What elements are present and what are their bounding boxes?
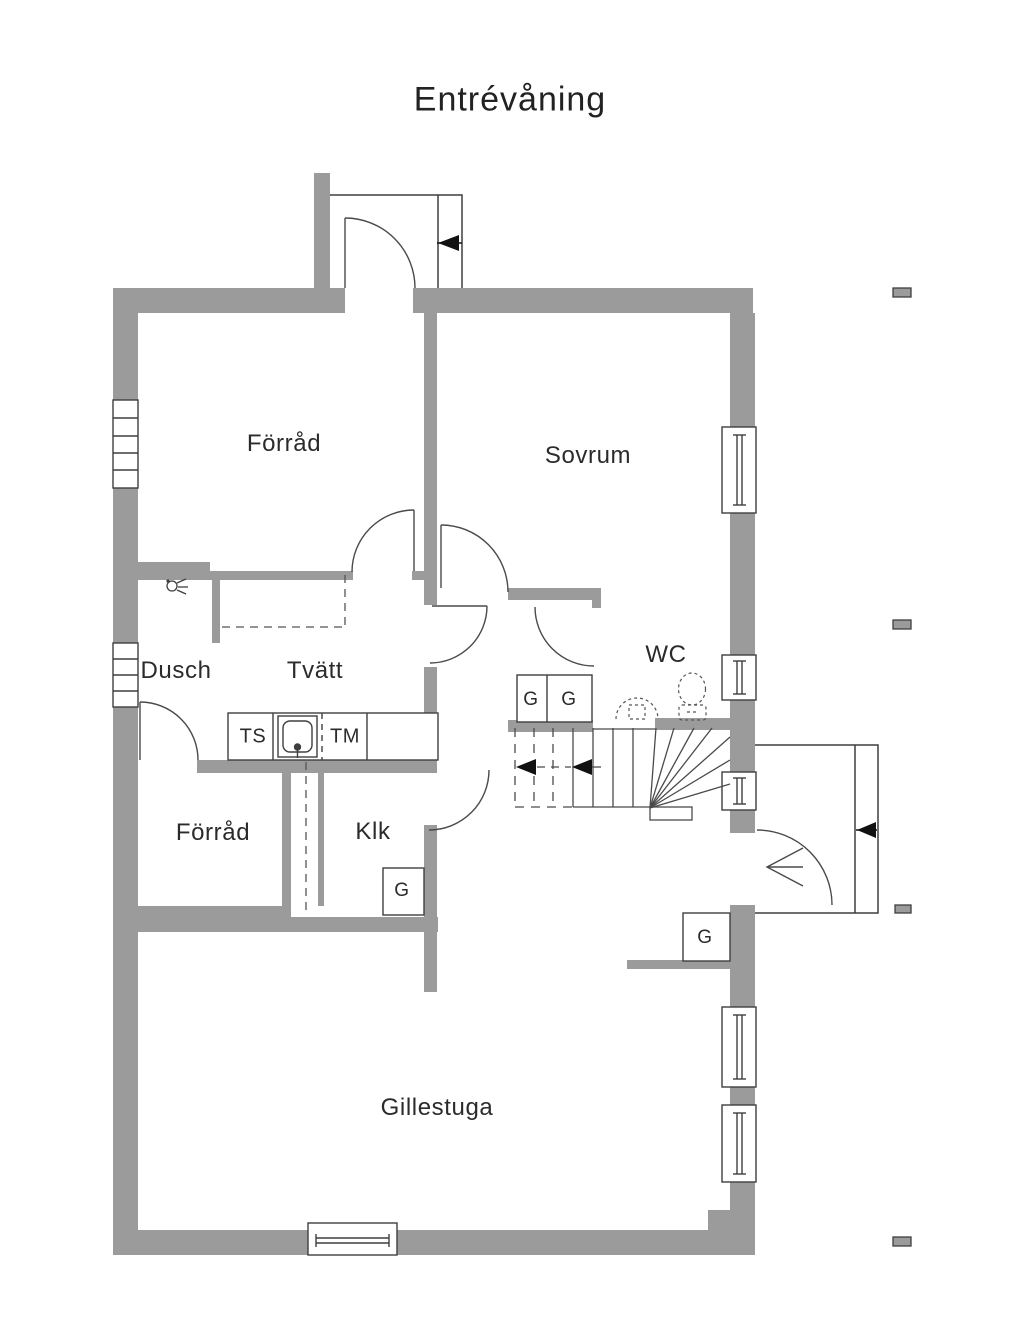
page-title: Entrévåning xyxy=(413,80,607,119)
room-label-dusch: Dusch xyxy=(140,657,212,684)
wall-right-2 xyxy=(730,513,755,655)
door-wc xyxy=(534,606,595,667)
window-gillestuga-2 xyxy=(721,1104,757,1183)
laundry-counter xyxy=(227,712,439,761)
room-label-forrad-top: Förråd xyxy=(246,430,322,457)
wall-right-3 xyxy=(730,700,755,772)
windows xyxy=(112,399,757,1256)
wall-door-jamb xyxy=(412,571,424,580)
wall-top-stub xyxy=(314,173,330,288)
window-gillestuga-bottom xyxy=(307,1222,398,1256)
wall-closet-bottom xyxy=(508,720,593,732)
walls xyxy=(113,173,755,1255)
wall-top-left xyxy=(138,288,345,313)
wall-klk-bottom xyxy=(291,917,438,932)
room-label-gillestuga: Gillestuga xyxy=(380,1094,494,1121)
room-label-tvatt: Tvätt xyxy=(286,657,344,684)
appliance-label-ts: TS xyxy=(239,725,267,748)
wardrobe-hall xyxy=(682,912,731,962)
wardrobe-label-wc-2: G xyxy=(561,689,577,710)
stair-up-arrow-2 xyxy=(572,759,592,775)
wall-right-5 xyxy=(730,905,755,1007)
wall-hall-vertical-bottom xyxy=(424,825,437,992)
entrance-chevron-arrow xyxy=(765,847,804,887)
entrance-arrow-right xyxy=(856,822,877,838)
wall-bottom xyxy=(113,1230,755,1255)
wardrobes xyxy=(382,674,731,962)
door-dusch xyxy=(139,701,199,761)
section-markers xyxy=(892,287,912,1247)
wall-right-1 xyxy=(730,313,755,427)
door-klk xyxy=(428,769,490,831)
door-tvatt xyxy=(429,605,488,664)
door-forrad-top xyxy=(351,509,415,573)
wardrobe-label-wc-1: G xyxy=(523,689,539,710)
door-entry-right xyxy=(756,829,833,906)
wardrobe-label-klk: G xyxy=(394,880,410,901)
room-label-sovrum: Sovrum xyxy=(544,442,632,469)
door-entry-top xyxy=(344,217,416,289)
section-marker xyxy=(892,1236,912,1247)
section-marker xyxy=(892,619,912,630)
window-stair xyxy=(721,771,757,811)
section-marker xyxy=(894,904,912,914)
wall-wc-north-stub xyxy=(592,600,601,608)
wall-wc-north xyxy=(508,588,601,600)
section-marker xyxy=(892,287,912,298)
wall-tvatt-bottom xyxy=(197,760,437,773)
wardrobe-klk xyxy=(382,867,425,916)
wall-top-right xyxy=(413,288,753,313)
wall-forrad-bottom-b xyxy=(206,571,353,580)
wall-bottom-step xyxy=(708,1210,755,1230)
stair-up-arrow-1 xyxy=(516,759,536,775)
room-label-forrad-bottom: Förråd xyxy=(175,819,251,846)
wall-forrad2-right xyxy=(282,773,291,906)
door-sovrum xyxy=(440,524,509,593)
wardrobe-label-hall: G xyxy=(697,927,713,948)
wall-right-6 xyxy=(730,1087,755,1105)
wall-klk-left xyxy=(318,773,324,906)
stair-direction xyxy=(516,759,601,775)
entrance-arrow-top xyxy=(437,235,462,251)
window-gillestuga-1 xyxy=(721,1006,757,1088)
wall-wc-bottom xyxy=(655,718,730,730)
window-dusch-left xyxy=(112,642,139,708)
doors xyxy=(139,217,833,906)
staircase xyxy=(514,727,731,821)
wardrobe-wc-pair xyxy=(516,674,593,723)
window-forrad-left xyxy=(112,399,139,489)
appliance-label-tm: TM xyxy=(329,725,361,748)
entry-porch-right xyxy=(755,744,879,914)
wall-right-4 xyxy=(730,810,755,833)
room-label-klk: Klk xyxy=(355,818,391,845)
window-sovrum xyxy=(721,426,757,514)
wc-fixtures xyxy=(615,672,707,721)
stair-winders xyxy=(649,727,731,821)
window-wc xyxy=(721,654,757,701)
wall-forrad2-bottom xyxy=(113,906,291,932)
wall-forrad-bottom-a xyxy=(138,562,210,580)
wc-sink-icon xyxy=(615,697,659,720)
wall-hall-vertical-top xyxy=(424,313,437,605)
dashed-lines xyxy=(222,575,346,915)
stair-treads xyxy=(572,728,655,808)
room-label-wc: WC xyxy=(645,641,687,668)
entry-vestibule-top xyxy=(330,194,463,288)
toilet-icon xyxy=(677,672,707,721)
wall-dusch-divider xyxy=(212,571,220,643)
sink-icon xyxy=(277,715,318,758)
entrance-arrows xyxy=(437,235,877,838)
shower-icon xyxy=(166,578,188,595)
wall-hall-closet-stub xyxy=(627,960,730,969)
